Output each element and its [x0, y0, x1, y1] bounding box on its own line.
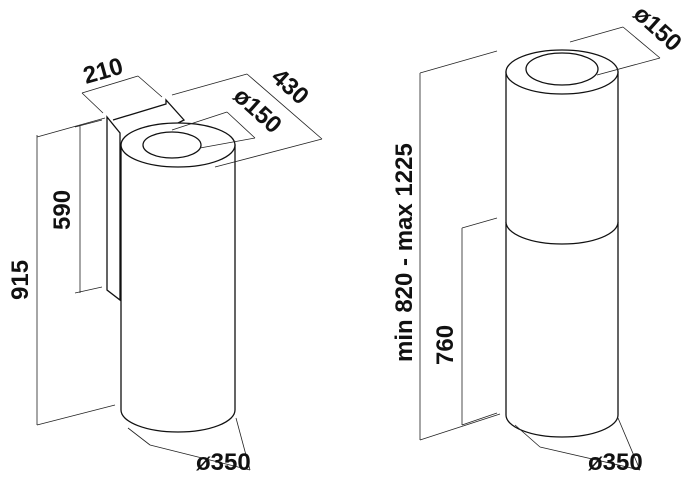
left-cylinder-body — [120, 144, 236, 433]
total-height-label: 915 — [7, 260, 34, 300]
lower-height-label: 760 — [432, 325, 459, 365]
wall-bracket — [106, 115, 121, 302]
bracket-top — [112, 98, 186, 124]
telescopic-seam — [505, 221, 619, 245]
left-outlet-hole — [142, 131, 202, 159]
right-dimensions — [419, 26, 661, 471]
right-diameter-label: ø350 — [588, 449, 643, 476]
left-diameter-label: ø350 — [196, 449, 251, 476]
bracket-height-label: 590 — [49, 190, 76, 230]
left-hood — [106, 98, 236, 433]
left-dimensions — [36, 73, 323, 471]
height-range-label: min 820 - max 1225 — [391, 143, 418, 362]
right-outlet-hole — [525, 52, 599, 86]
right-hood — [505, 49, 619, 438]
left-width-label: 430 — [266, 63, 314, 110]
left-depth-label: 210 — [80, 53, 126, 90]
right-outlet-label: ø150 — [628, 0, 687, 57]
right-cylinder-body — [505, 71, 619, 438]
